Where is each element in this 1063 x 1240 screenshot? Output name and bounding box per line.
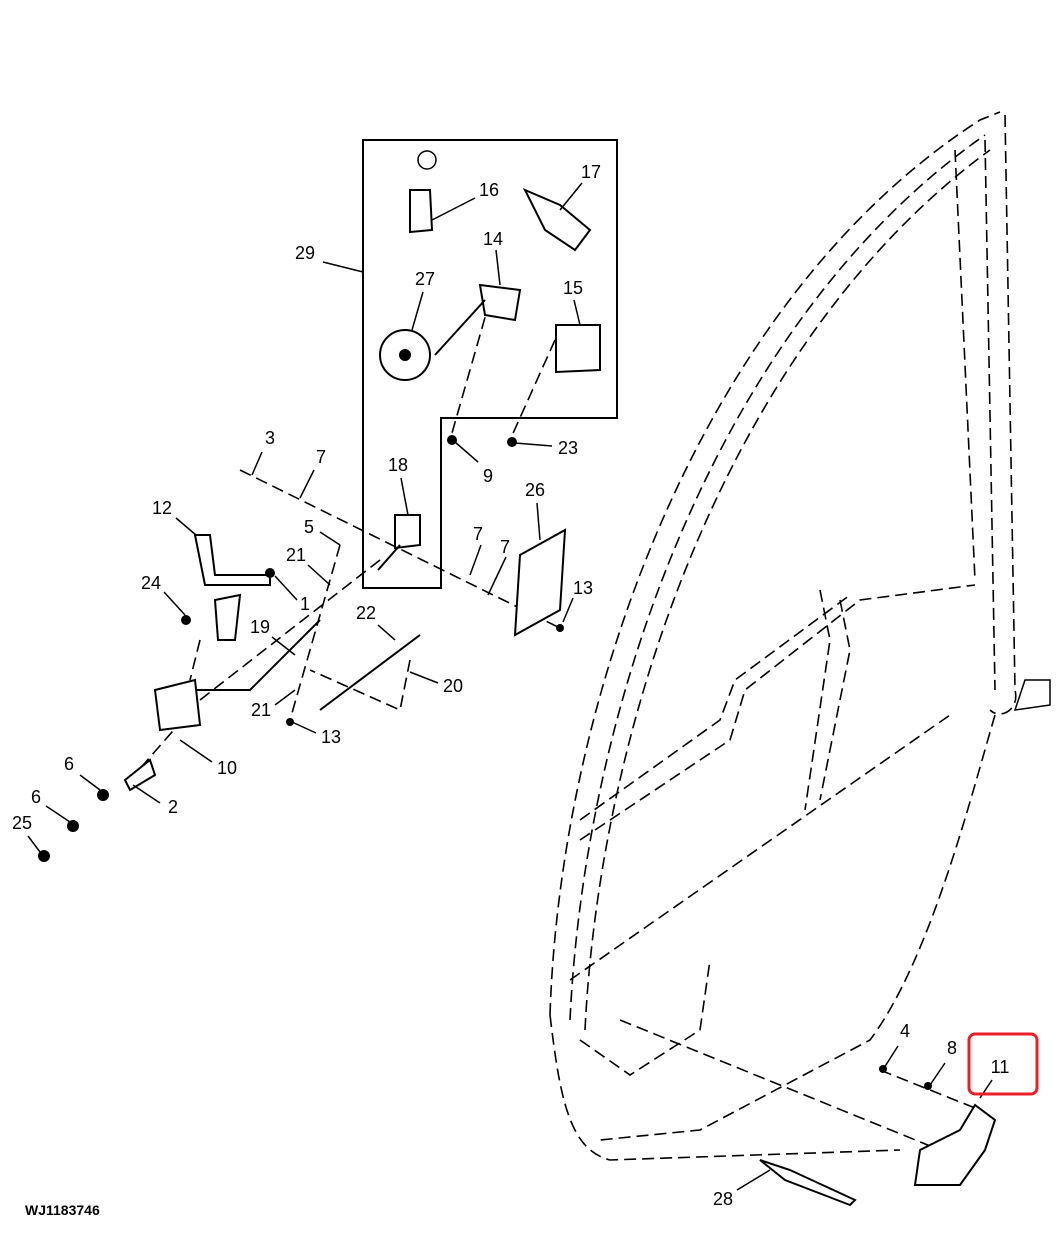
callout-19[interactable]: 19	[250, 617, 270, 637]
callout-13[interactable]: 13	[321, 727, 341, 747]
callout-20[interactable]: 20	[443, 676, 463, 696]
callout-2[interactable]: 2	[168, 797, 178, 817]
figure-code: WJ1183746	[25, 1202, 100, 1218]
callout-5[interactable]: 5	[304, 517, 314, 537]
callout-14[interactable]: 14	[483, 229, 503, 249]
callout-23[interactable]: 23	[558, 438, 578, 458]
callout-28[interactable]: 28	[713, 1189, 733, 1209]
callout-7[interactable]: 7	[473, 524, 483, 544]
callout-3[interactable]: 3	[265, 428, 275, 448]
callout-6[interactable]: 6	[64, 754, 74, 774]
callout-labels: 29 16 17 14 27 15 23 9 18 3 7 26 12 5 21…	[12, 162, 1009, 1209]
callout-16[interactable]: 16	[479, 180, 499, 200]
callout-1[interactable]: 1	[300, 594, 310, 614]
assembly-lines	[129, 299, 981, 1111]
callout-8[interactable]: 8	[947, 1038, 957, 1058]
callout-18[interactable]: 18	[388, 455, 408, 475]
kit-outline	[362, 139, 618, 589]
callout-21[interactable]: 21	[251, 700, 271, 720]
callout-6[interactable]: 6	[31, 787, 41, 807]
callout-17[interactable]: 17	[581, 162, 601, 182]
leader-lines	[27, 182, 993, 1191]
callout-22[interactable]: 22	[356, 603, 376, 623]
callout-25[interactable]: 25	[12, 813, 32, 833]
callout-24[interactable]: 24	[141, 573, 161, 593]
callout-21[interactable]: 21	[286, 545, 306, 565]
callout-4[interactable]: 4	[900, 1021, 910, 1041]
callout-11[interactable]: 11	[991, 1057, 1010, 1077]
callout-15[interactable]: 15	[563, 278, 583, 298]
callout-13[interactable]: 13	[573, 578, 593, 598]
callout-11-highlight	[967, 1032, 1039, 1096]
callout-9[interactable]: 9	[483, 466, 493, 486]
callout-7[interactable]: 7	[316, 447, 326, 467]
callout-10[interactable]: 10	[217, 758, 237, 778]
parts	[38, 150, 997, 1207]
callout-12[interactable]: 12	[152, 498, 172, 518]
callout-27[interactable]: 27	[415, 269, 435, 289]
door-frame	[549, 111, 1051, 1161]
callout-29[interactable]: 29	[295, 243, 315, 263]
callout-7[interactable]: 7	[500, 537, 510, 557]
callout-26[interactable]: 26	[525, 480, 545, 500]
